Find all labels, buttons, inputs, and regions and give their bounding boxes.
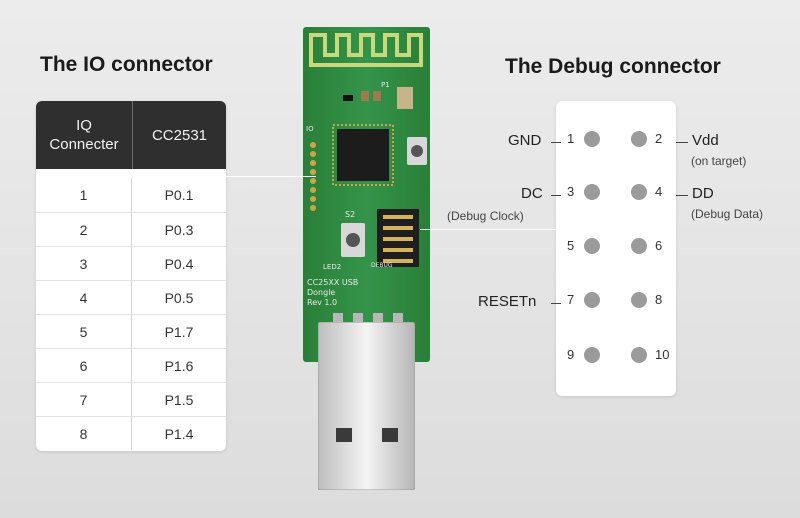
debug-pin-number: 4 [655, 184, 663, 199]
reset-dash [551, 303, 561, 304]
header-connecter: Connecter [49, 136, 119, 153]
io-pin-cell: 3 [36, 246, 132, 280]
cc2531-port-cell: P1.4 [132, 416, 226, 450]
io-pin-cell: 4 [36, 280, 132, 314]
cc2531-port-cell: P1.7 [132, 314, 226, 348]
io-pin-cell: 6 [36, 348, 132, 382]
silk-io: IO [306, 125, 314, 133]
debug-connector-panel [556, 101, 676, 396]
debug-header [377, 209, 419, 267]
vdd-dash [676, 142, 688, 143]
cc2531-port-cell: P1.5 [132, 382, 226, 416]
label-vdd: Vdd [692, 132, 719, 149]
cc2531-port-cell: P0.4 [132, 246, 226, 280]
debug-pin-6 [631, 238, 647, 254]
table-header: IQ Connecter CC2531 [36, 101, 226, 169]
usb-window-right [382, 428, 398, 442]
debug-pin-number: 3 [567, 184, 575, 199]
pcb [303, 27, 430, 362]
silk-led: LED2 [323, 263, 341, 271]
debug-pin-3 [584, 184, 600, 200]
debug-pin-9 [584, 347, 600, 363]
crystal [397, 87, 413, 109]
io-connector-title: The IO connector [40, 53, 213, 76]
table-row: 1 P0.1 [36, 178, 226, 212]
debug-pin-number: 1 [567, 131, 575, 146]
io-leader-line [226, 176, 316, 177]
smd-part [373, 91, 381, 101]
smd-part [343, 95, 353, 101]
debug-pin-number: 9 [567, 347, 575, 362]
header-iq: IQ [76, 117, 92, 134]
gnd-dash [551, 142, 561, 143]
cc2531-port-cell: P0.5 [132, 280, 226, 314]
label-gnd: GND [508, 132, 542, 149]
io-pin-cell: 7 [36, 382, 132, 416]
debug-pin-7 [584, 292, 600, 308]
cc2531-board: S2 IO P1 LED2 DEBUG CC25XX USB Dongle Re… [303, 27, 430, 362]
dc-dash [551, 195, 561, 196]
antenna-trace [309, 33, 423, 67]
io-pin-cell: 2 [36, 212, 132, 246]
silk-p1: P1 [381, 81, 390, 89]
chip-pads [332, 124, 394, 186]
debug-pin-10 [631, 347, 647, 363]
debug-pin-number: 5 [567, 238, 575, 253]
usb-plug [318, 322, 415, 490]
usb-window-left [336, 428, 352, 442]
cc2531-port-cell: P0.3 [132, 212, 226, 246]
usb-pads [333, 313, 403, 329]
header-cc2531: CC2531 [151, 126, 208, 144]
cc2531-port-cell: P0.1 [164, 187, 194, 203]
debug-pin-2 [631, 131, 647, 147]
debug-pin-8 [631, 292, 647, 308]
dd-dash [676, 195, 688, 196]
io-pin-cell: 8 [36, 416, 132, 450]
debug-pin-1 [584, 131, 600, 147]
debug-pin-4 [631, 184, 647, 200]
debug-connector-title: The Debug connector [505, 55, 721, 78]
smd-part [361, 91, 369, 101]
io-pin-cell: 1 [36, 178, 132, 212]
s2-button-cap [346, 233, 360, 247]
cc2531-chip [337, 129, 389, 181]
io-header-holes [310, 142, 316, 211]
debug-pin-number: 10 [655, 347, 670, 362]
cc2531-port-cell: P1.6 [132, 348, 226, 382]
debug-pin-5 [584, 238, 600, 254]
silk-debug: DEBUG [371, 262, 393, 269]
silk-type: Dongle [307, 288, 335, 297]
io-pin-cell: 5 [36, 314, 132, 348]
label-dd: DD [692, 185, 714, 202]
label-resetn: RESETn [478, 293, 537, 310]
debug-pin-number: 6 [655, 238, 663, 253]
label-dd-note: (Debug Data) [691, 207, 764, 221]
label-dc-note: (Debug Clock) [447, 209, 524, 223]
debug-pin-number: 2 [655, 131, 663, 146]
header-iq-connecter: IQ Connecter [36, 101, 133, 169]
silk-s2: S2 [345, 210, 355, 219]
label-vdd-note: (on target) [691, 154, 747, 168]
silk-model: CC25XX USB [307, 278, 358, 287]
silk-rev: Rev 1.0 [307, 298, 337, 307]
s1-button-cap [411, 145, 423, 157]
debug-pin-number: 7 [567, 292, 575, 307]
debug-pin-number: 8 [655, 292, 663, 307]
label-dc: DC [521, 185, 543, 202]
debug-leader-line [420, 229, 556, 230]
